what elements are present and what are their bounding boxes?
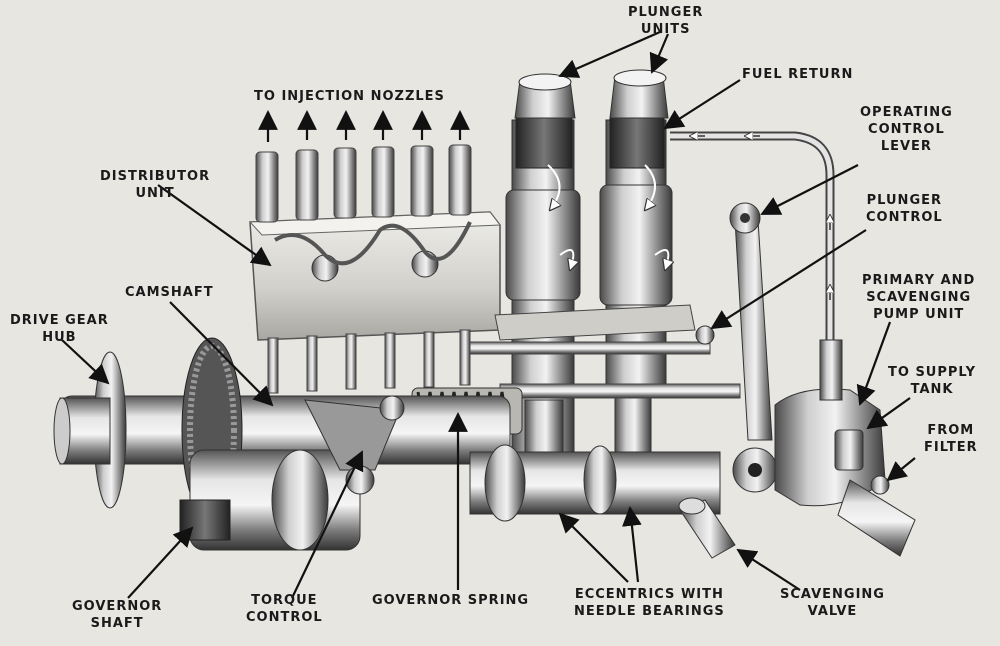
label-governor-shaft: GOVERNOR SHAFT [72,599,163,631]
label-to-supply-tank: TO SUPPLY TANK [888,365,977,397]
label-operating-control-lever: OPERATING CONTROL LEVER [860,105,953,154]
scavenging-valve [678,497,736,559]
label-fuel-return: FUEL RETURN [742,67,854,82]
label-torque-control: TORQUE CONTROL [246,593,323,625]
leader-lines [61,30,916,599]
pump-illustration [53,69,916,559]
label-from-filter: FROM FILTER [924,423,978,455]
label-plunger-units: PLUNGER UNITS [628,5,704,37]
nozzle-outlets [255,144,472,223]
label-eccentrics: ECCENTRICS WITH NEEDLE BEARINGS [574,587,725,619]
label-to-injection-nozzles: TO INJECTION NOZZLES [254,89,445,104]
push-rods [267,329,471,394]
drive-gear-hub [53,351,127,509]
label-primary-scavenging-pump: PRIMARY AND SCAVENGING PUMP UNIT [862,273,976,322]
label-governor-spring: GOVERNOR SPRING [372,593,530,608]
label-distributor-unit: DISTRIBUTOR UNIT [100,169,211,201]
distributor-block [248,144,501,394]
label-scavenging-valve: SCAVENGING VALVE [780,587,885,619]
label-camshaft: CAMSHAFT [125,285,214,300]
label-drive-gear-hub: DRIVE GEAR HUB [10,313,109,345]
label-plunger-control: PLUNGER CONTROL [866,193,943,225]
plunger-units [494,69,696,501]
operating-control-lever [729,202,778,493]
governor-housing [179,449,361,551]
primary-scavenging-pump [774,339,916,557]
